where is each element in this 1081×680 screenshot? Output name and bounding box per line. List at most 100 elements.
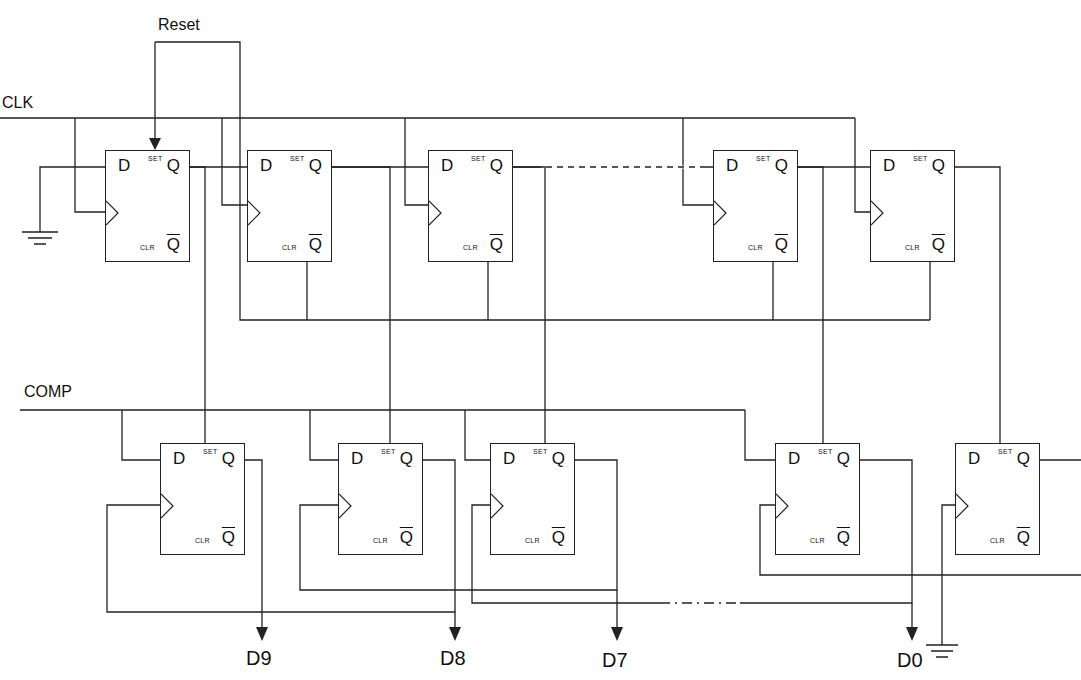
clr-pin-label: CLR (525, 537, 540, 544)
clock-triangle (248, 200, 262, 226)
d-pin-label: D (968, 450, 980, 467)
wire-connector (955, 167, 1000, 443)
clock-triangle (714, 200, 728, 226)
wire-segment (660, 602, 740, 603)
wire-segment (190, 167, 205, 443)
d-flip-flop: D SET Q CLR Q (428, 150, 513, 262)
d-pin-label: D (441, 157, 453, 174)
output-label: D9 (246, 648, 272, 668)
clr-drops (307, 262, 930, 320)
clr-pin-label: CLR (373, 537, 388, 544)
d-pin-label: D (351, 450, 363, 467)
q-pin-label: Q (1017, 450, 1030, 467)
wire-connector (513, 167, 545, 443)
output-arrowhead (611, 627, 623, 641)
set-pin-label: SET (533, 448, 548, 455)
clr-pin-label: CLR (195, 537, 210, 544)
q-pin-label: Q (490, 157, 503, 174)
clock-triangle (161, 493, 175, 519)
ground-wire (40, 167, 105, 232)
d-flip-flop: D SET Q CLR Q (870, 150, 955, 262)
d-flip-flop: D SET Q CLR Q (490, 443, 575, 555)
wire-segment (332, 167, 390, 443)
set-pin-label: SET (290, 155, 305, 162)
wire-connector (190, 167, 205, 443)
set-pin-label: SET (471, 155, 486, 162)
reset-arrowhead (149, 138, 161, 150)
d-pin-label: D (260, 157, 272, 174)
q-pin-label: Q (309, 157, 322, 174)
qbar-pin-label: Q (309, 236, 322, 253)
set-pin-label: SET (756, 155, 771, 162)
qbar-pin-label: Q (552, 529, 565, 546)
clock-triangle (106, 200, 120, 226)
q-pin-label: Q (932, 157, 945, 174)
q-pin-label: Q (837, 450, 850, 467)
qbar-pin-label: Q (167, 236, 180, 253)
clock-triangle (429, 200, 443, 226)
clr-pin-label: CLR (990, 537, 1005, 544)
d-pin-label: D (118, 157, 130, 174)
ground-symbol (22, 232, 58, 244)
wire-connector (798, 167, 823, 443)
clock-triangle (956, 493, 970, 519)
wire-segment (660, 602, 740, 605)
qbar-pin-label: Q (1017, 529, 1030, 546)
set-pin-label: SET (148, 155, 163, 162)
d-pin-label: D (788, 450, 800, 467)
q-pin-label: Q (552, 450, 565, 467)
set-pin-label: SET (818, 448, 833, 455)
qbar-pin-label: Q (400, 529, 413, 546)
set-pin-label: SET (381, 448, 396, 455)
d-pin-label: D (503, 450, 515, 467)
clr-pin-label: CLR (905, 244, 920, 251)
set-pin-label: SET (203, 448, 218, 455)
qbar-pin-label: Q (932, 236, 945, 253)
reset-wire (155, 42, 930, 320)
d-flip-flop: D SET Q CLR Q (247, 150, 332, 262)
output-label: D8 (440, 648, 466, 668)
set-pin-label: SET (913, 155, 928, 162)
wire-segment (535, 166, 700, 167)
clr-pin-label: CLR (140, 244, 155, 251)
d-flip-flop: D SET Q CLR Q (338, 443, 423, 555)
wire-segment (513, 167, 545, 443)
output-arrowhead (906, 627, 918, 641)
output-arrowhead (256, 627, 268, 641)
wire-segment (955, 167, 1000, 443)
q-pin-label: Q (400, 450, 413, 467)
clr-pin-label: CLR (748, 244, 763, 251)
clock-triangle (491, 493, 505, 519)
d-pin-label: D (883, 157, 895, 174)
output-arrowhead (449, 627, 461, 641)
q-pin-label: Q (222, 450, 235, 467)
clock-triangle (776, 493, 790, 519)
comp-label: COMP (24, 384, 72, 400)
q-pin-label: Q (775, 157, 788, 174)
set-pin-label: SET (998, 448, 1013, 455)
qbar-pin-label: Q (222, 529, 235, 546)
clock-triangle (871, 200, 885, 226)
d-flip-flop: D SET Q CLR Q (105, 150, 190, 262)
output-label: D0 (897, 650, 923, 670)
output-label: D7 (602, 650, 628, 670)
d-pin-label: D (173, 450, 185, 467)
d-flip-flop: D SET Q CLR Q (713, 150, 798, 262)
ground-symbol (926, 645, 958, 657)
q-pin-label: Q (167, 157, 180, 174)
clr-pin-label: CLR (282, 244, 297, 251)
qbar-pin-label: Q (775, 236, 788, 253)
d-pin-label: D (726, 157, 738, 174)
clr-pin-label: CLR (463, 244, 478, 251)
qbar-pin-label: Q (837, 529, 850, 546)
d-flip-flop: D SET Q CLR Q (160, 443, 245, 555)
d-flip-flop: D SET Q CLR Q (775, 443, 860, 555)
clr-pin-label: CLR (810, 537, 825, 544)
wire-connector (332, 167, 390, 443)
reset-label: Reset (158, 17, 200, 33)
d-flip-flop: D SET Q CLR Q (955, 443, 1040, 555)
qbar-pin-label: Q (490, 236, 503, 253)
